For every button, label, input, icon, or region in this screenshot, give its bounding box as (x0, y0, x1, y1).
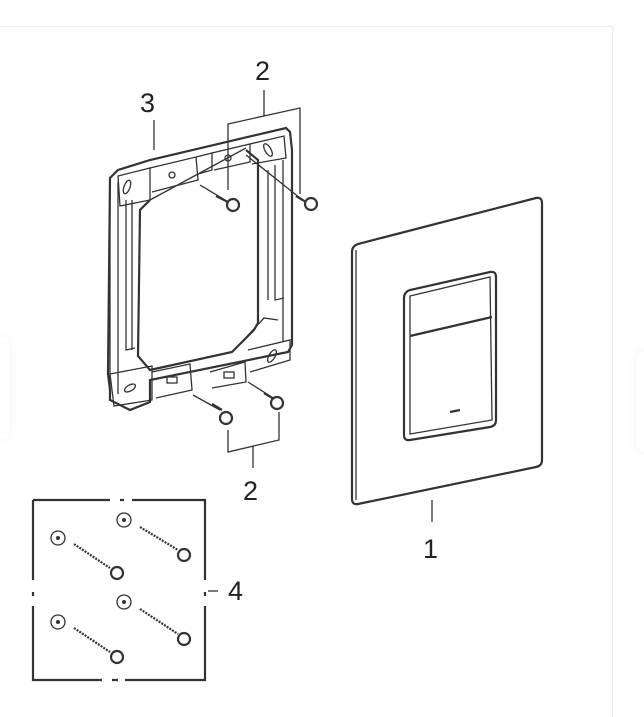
label-part-4: 4 (228, 576, 243, 606)
label-part-1: 1 (423, 534, 438, 564)
image-container (0, 26, 613, 717)
flush-plate (350, 196, 544, 522)
lower-screws (192, 381, 285, 468)
upper-screws (199, 90, 319, 213)
label-part-2-upper: 2 (255, 56, 270, 86)
carousel-next-button[interactable] (636, 352, 644, 452)
label-part-3: 3 (140, 88, 155, 118)
carousel-prev-button[interactable] (0, 338, 10, 438)
assembly-diagram: 2 3 2 1 4 (31, 56, 544, 682)
mounting-frame (106, 126, 294, 412)
label-part-2-lower: 2 (243, 476, 258, 506)
screw-set-box (31, 498, 218, 682)
